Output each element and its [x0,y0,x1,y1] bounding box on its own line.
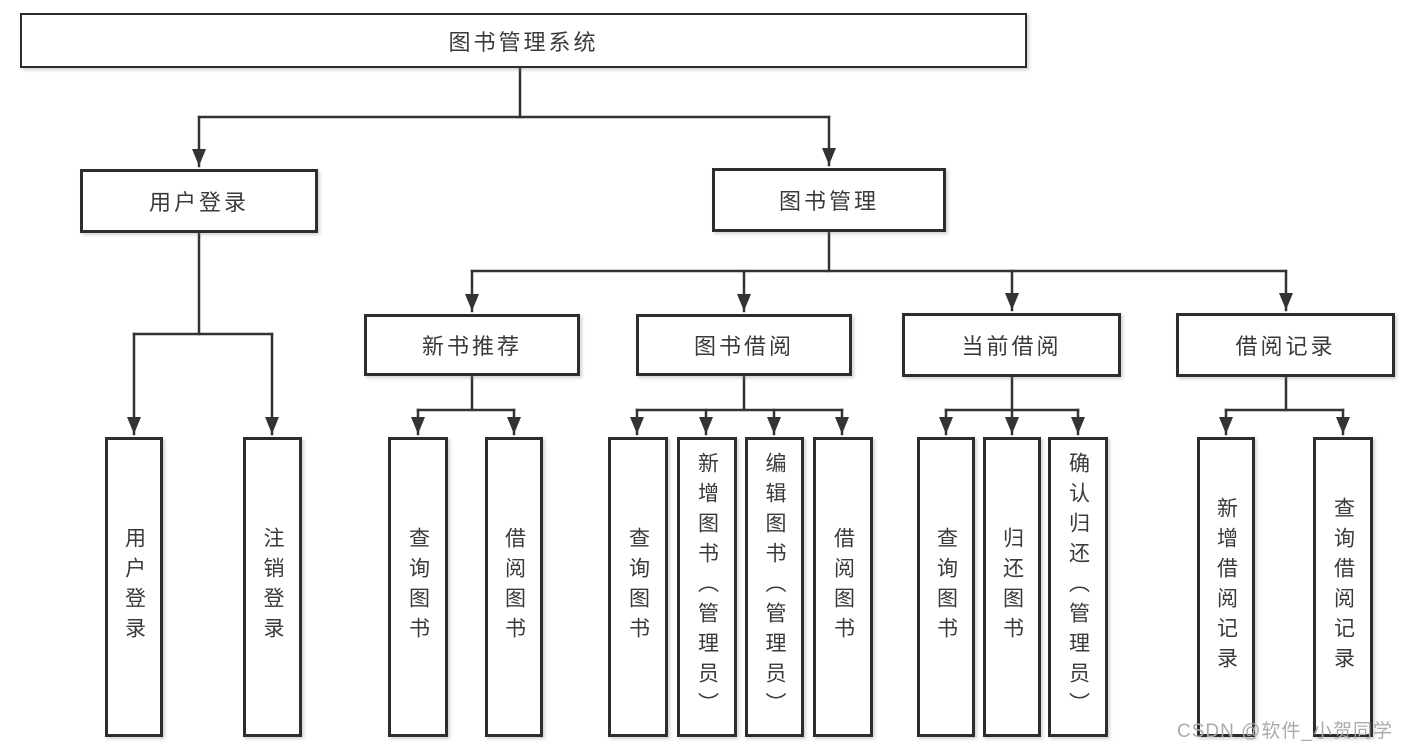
node-current-borrowing-label: 当前借阅 [961,334,1062,359]
leaf-query-books-recommend: 查询图书 [388,437,448,737]
leaf-borrow-books-recommend: 借阅图书 [485,437,543,737]
leaf-add-books-admin: 新增图书（管理员） [677,437,737,737]
node-library-system-label: 图书管理系统 [448,29,599,55]
connector-root-to-level2 [192,65,836,168]
node-library-system: 图书管理系统 [20,13,1027,68]
leaf-query-books-current-label: 查询图书 [934,527,958,647]
leaf-return-books-label: 归还图书 [1000,527,1024,647]
node-borrowing-records-label: 借阅记录 [1235,334,1336,359]
node-user-login: 用户登录 [80,169,318,233]
leaf-query-books-borrow: 查询图书 [608,437,668,737]
leaf-add-books-admin-label: 新增图书（管理员） [695,452,719,722]
leaf-borrow-books-label: 借阅图书 [831,527,855,647]
leaf-logout: 注销登录 [243,437,302,737]
leaf-query-borrow-record: 查询借阅记录 [1313,437,1373,737]
connector-new-books-children [411,373,521,436]
node-user-login-label: 用户登录 [148,190,249,215]
node-book-borrowing: 图书借阅 [636,314,852,376]
leaf-confirm-return-admin: 确认归还（管理员） [1048,437,1108,737]
leaf-confirm-return-admin-label: 确认归还（管理员） [1066,452,1090,722]
leaf-query-books-current: 查询图书 [917,437,975,737]
leaf-user-login: 用户登录 [105,437,163,737]
node-book-management-label: 图书管理 [778,189,879,214]
connector-user-login-children [127,230,279,436]
node-borrowing-records: 借阅记录 [1176,313,1395,377]
node-book-borrowing-label: 图书借阅 [693,334,794,359]
leaf-add-borrow-record: 新增借阅记录 [1197,437,1255,737]
leaf-logout-label: 注销登录 [261,527,284,647]
connector-current-borrow-children [939,374,1085,436]
leaf-query-books-recommend-label: 查询图书 [406,527,430,647]
csdn-watermark: CSDN @软件_小贺同学 [1177,721,1393,742]
connector-borrow-records-children [1219,374,1350,436]
node-new-book-recommend-label: 新书推荐 [421,334,522,359]
leaf-query-books-borrow-label: 查询图书 [626,527,650,647]
leaf-return-books: 归还图书 [983,437,1041,737]
leaf-borrow-books-recommend-label: 借阅图书 [502,527,526,647]
leaf-borrow-books: 借阅图书 [813,437,873,737]
leaf-add-borrow-record-label: 新增借阅记录 [1214,497,1238,677]
connector-book-borrow-children [630,373,849,436]
leaf-query-borrow-record-label: 查询借阅记录 [1331,497,1355,677]
leaf-user-login-label: 用户登录 [122,527,146,647]
leaf-edit-books-admin-label: 编辑图书（管理员） [763,452,786,722]
connector-book-mgmt-to-level3 [465,229,1293,313]
leaf-edit-books-admin: 编辑图书（管理员） [745,437,804,737]
node-book-management: 图书管理 [712,168,946,232]
node-new-book-recommend: 新书推荐 [364,314,580,376]
node-current-borrowing: 当前借阅 [902,313,1121,377]
